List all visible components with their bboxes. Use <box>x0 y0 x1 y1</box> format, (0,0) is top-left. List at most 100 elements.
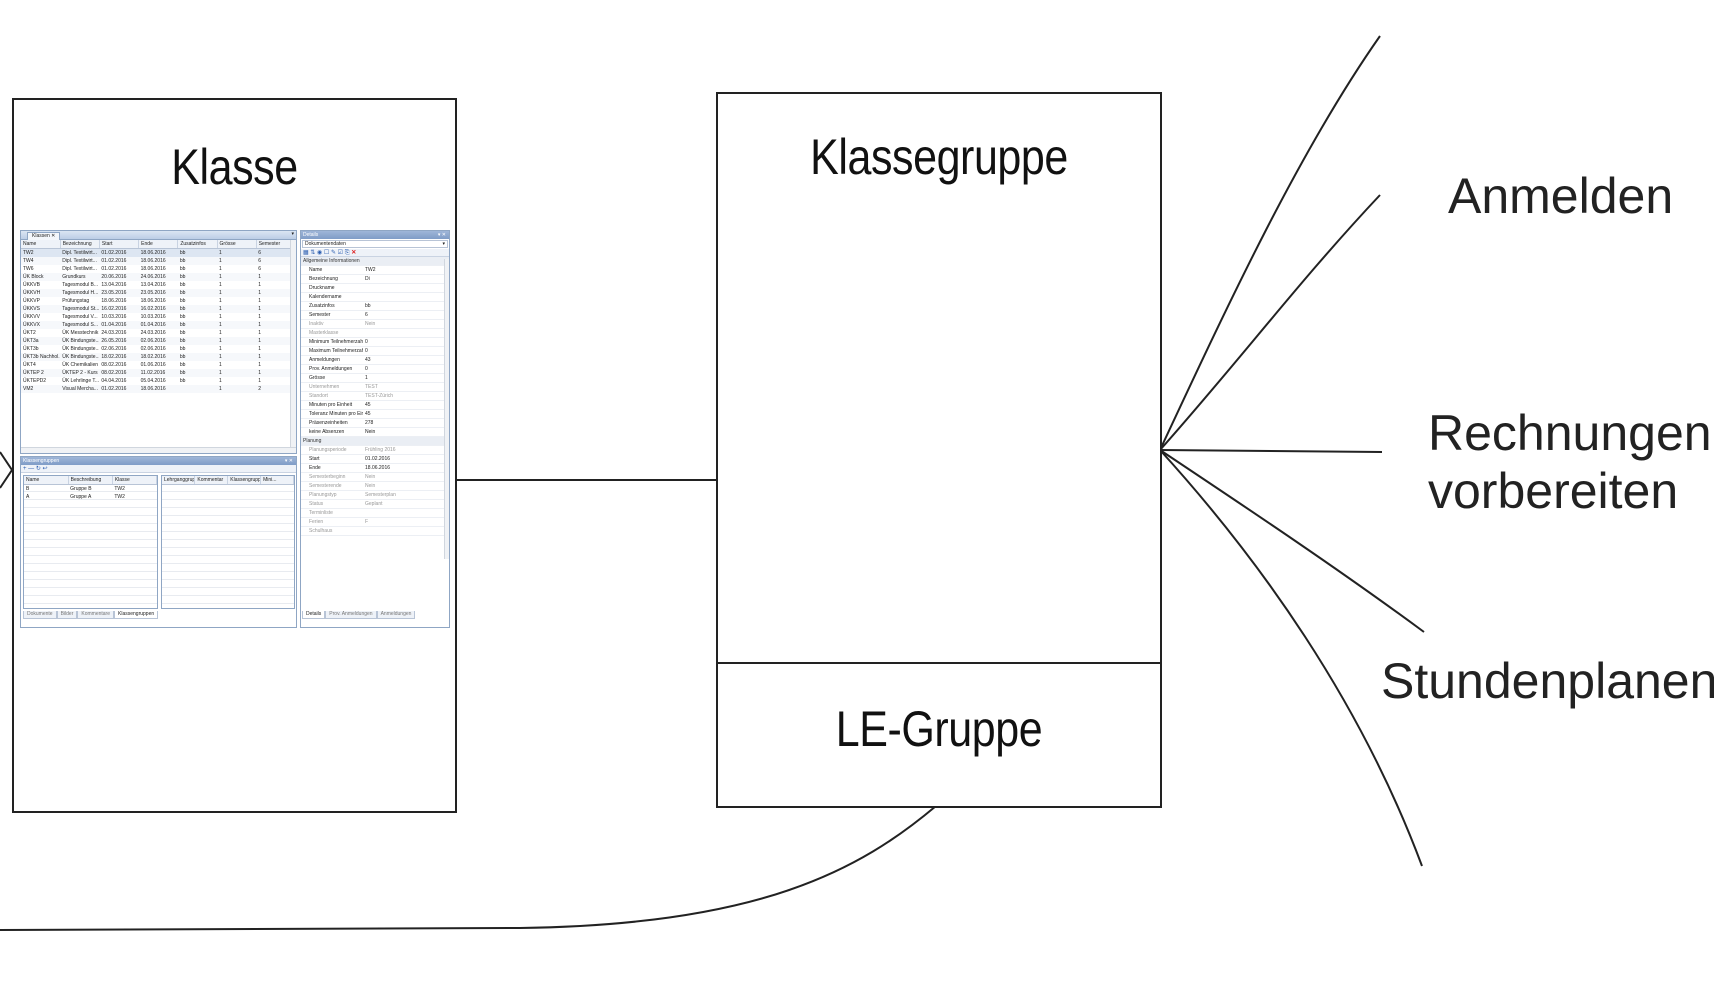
fan-line-1 <box>1159 35 1381 451</box>
property-name: Ende <box>301 463 363 473</box>
table-row[interactable]: ÜKT3b Nachhol...ÜK Bindungste...18.02.20… <box>21 353 296 361</box>
property-name: Zusatzinfos <box>301 301 363 311</box>
column-header: Bezeichnung <box>60 240 100 249</box>
bottom-tab[interactable]: Anmeldungen <box>376 611 416 619</box>
table-cell: 1 <box>217 257 257 265</box>
bottom-tab[interactable]: Bilder <box>56 611 78 619</box>
details-scrollbar[interactable] <box>444 259 449 559</box>
table-cell: ÜKTEP 2 - Kurs <box>60 369 100 377</box>
property-row[interactable]: Masterklasse <box>301 328 449 338</box>
close-icon[interactable]: ▾ ✕ <box>437 232 446 238</box>
table-cell: 1 <box>256 321 296 329</box>
property-name: Semesterbeginn <box>301 472 363 482</box>
le-gruppe-title: LE-Gruppe <box>835 701 1043 757</box>
property-value: 18.06.2016 <box>363 463 449 473</box>
table-cell: 1 <box>217 321 257 329</box>
klassengruppen-toolbar[interactable]: + — ↻ ↩ <box>21 465 296 473</box>
bottom-tab[interactable]: Klassengruppen <box>114 611 159 619</box>
column-header: Name <box>24 476 69 485</box>
klassen-scrollbar[interactable] <box>290 240 296 448</box>
table-cell: ÜK Bindungste... <box>60 337 100 345</box>
table-cell: ÜKKVX <box>21 321 61 329</box>
property-row[interactable]: Toleranz Minuten pro Einh...45 <box>301 409 449 419</box>
column-header: Beschreibung <box>68 476 113 485</box>
table-cell: 1 <box>217 289 257 297</box>
table-cell: ÜKKVB <box>23 282 40 288</box>
bottom-tab[interactable]: Dokumente <box>23 611 57 619</box>
close-icon[interactable]: ▾ ✕ <box>284 458 293 464</box>
lehrganggruppen-table-pane: LehrganggruppeKommentarKlassengruppeMini… <box>161 475 295 609</box>
table-cell: 18.06.2016 <box>138 385 178 393</box>
property-value: Nein <box>363 319 449 329</box>
table-cell: 1 <box>219 330 222 336</box>
bottom-tab[interactable]: Prov. Anmeldungen <box>325 611 377 619</box>
property-group[interactable]: Planung <box>301 436 449 446</box>
table-cell: bb <box>177 257 218 265</box>
table-cell: bb <box>179 298 186 304</box>
property-group-label: Planung <box>301 436 449 446</box>
details-toolbar[interactable]: ▦ ⇅ ◉ ☐ ✎ ☑ ⎘ ✕ <box>301 249 449 257</box>
details-dropdown[interactable]: Dokumentendaten▾ <box>302 240 448 248</box>
tab-klassen[interactable]: Klassen ✕ <box>27 232 61 240</box>
property-value: Di <box>363 274 449 284</box>
klassen-hscroll[interactable] <box>21 447 296 453</box>
delete-icon[interactable]: ✕ <box>351 250 357 256</box>
property-group[interactable]: Allgemeine Informationen <box>301 257 449 266</box>
table-cell: 1 <box>219 314 222 320</box>
property-row[interactable]: Schulhaus <box>301 526 449 536</box>
property-row[interactable]: Druckname <box>301 283 449 293</box>
table-cell: 26.05.2016 <box>99 337 139 345</box>
bottom-tab[interactable]: Details <box>302 611 326 619</box>
table-cell: Dipl. Textilwirt... <box>60 257 100 265</box>
bottom-tab[interactable]: Kommentare <box>77 611 114 619</box>
chevron-down-icon[interactable]: ▾ <box>291 231 294 237</box>
property-row[interactable]: Kalendername <box>301 292 449 302</box>
property-row[interactable]: Terminliste <box>301 508 449 518</box>
table-cell: 01.04.2016 <box>99 321 139 329</box>
